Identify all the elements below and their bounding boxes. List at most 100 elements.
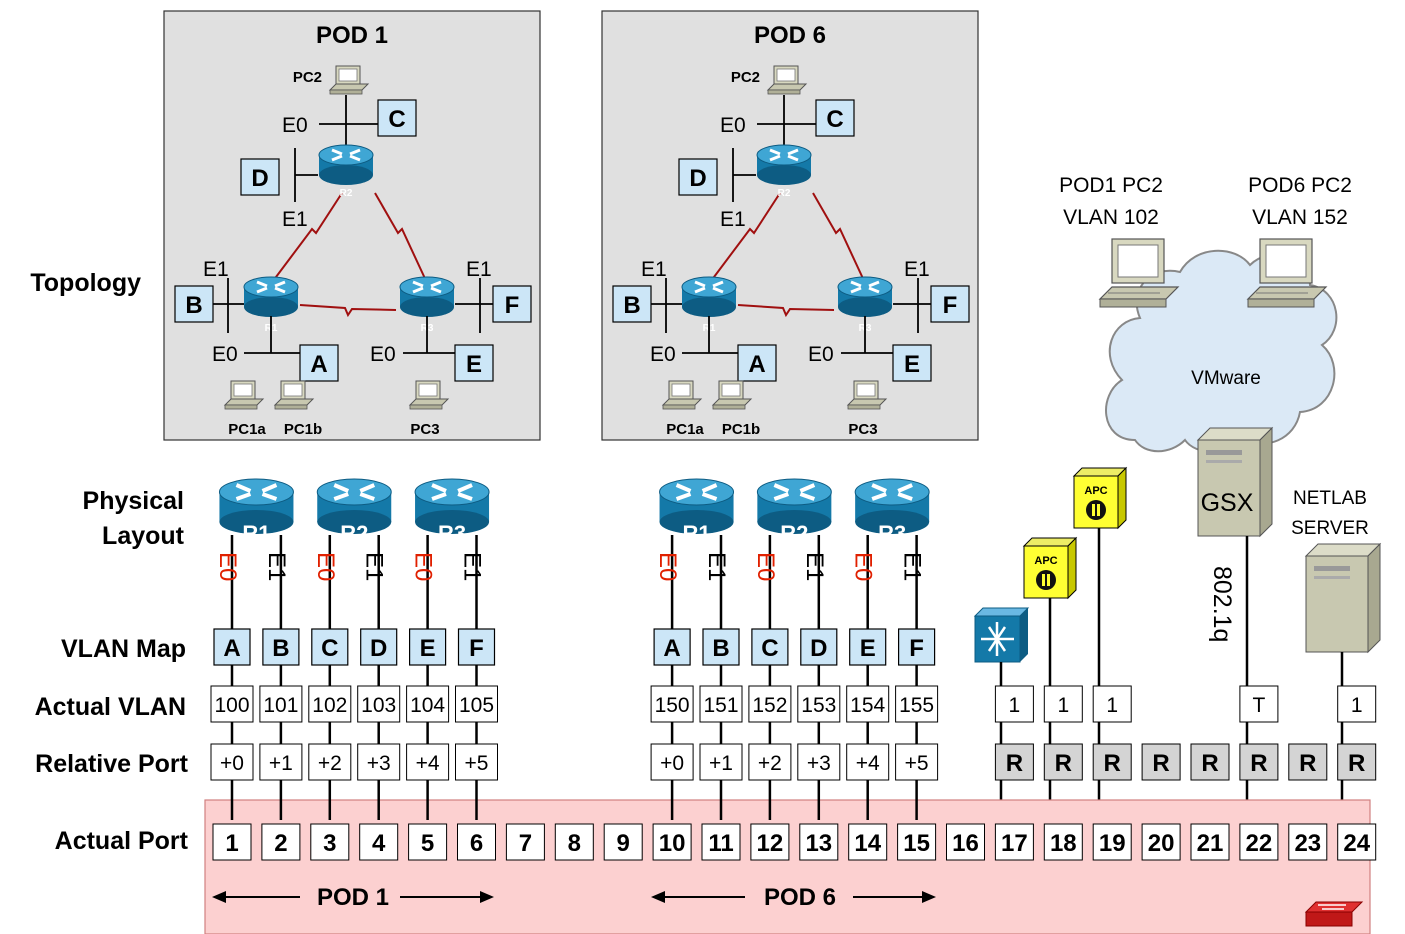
router-r2-icon [755, 143, 813, 187]
relative-port-value: +4 [856, 752, 880, 775]
switch-port [1288, 823, 1328, 861]
relative-port-value: +5 [905, 752, 929, 775]
actual-vlan-cell [1043, 685, 1083, 723]
vlan-map-letter: C [321, 635, 338, 662]
interface-label: E0 [850, 552, 877, 581]
vlan-map-cell [702, 628, 740, 666]
actual-vlan-cell [748, 685, 792, 723]
actual-vlan-cell [210, 685, 254, 723]
actual-vlan-value: 1 [1106, 694, 1118, 717]
vlan-map-cell [213, 628, 251, 666]
switch-port [408, 823, 448, 861]
relative-port-cell [846, 743, 890, 781]
switch-port [1043, 823, 1083, 861]
row-label-topology: Topology [30, 269, 141, 297]
switch-port [750, 823, 790, 861]
segment-e [892, 344, 932, 382]
e0-label: E0 [370, 343, 396, 366]
actual-vlan-value: 151 [703, 694, 738, 717]
actual-vlan-cell [1337, 685, 1377, 723]
actual-vlan-value: 105 [459, 694, 494, 717]
reserved-port-label: R [1250, 750, 1267, 777]
segment-a [299, 344, 339, 382]
interface-label: E1 [459, 552, 486, 581]
switch-port [603, 823, 643, 861]
pod1-title: POD 1 [316, 22, 388, 49]
pc3-label: PC3 [848, 421, 877, 438]
switch-port-number: 10 [659, 830, 686, 857]
pod6-span-label: POD 6 [764, 884, 836, 911]
e1-label: E1 [203, 258, 229, 281]
segment-f [930, 285, 970, 323]
netlab-label-2: SERVER [1291, 518, 1369, 539]
switch-port [897, 823, 937, 861]
reserved-port-cell [1190, 743, 1230, 781]
pod1-span-arrow: POD 1 [212, 880, 494, 912]
actual-vlan-value: 102 [312, 694, 347, 717]
reserved-port-label: R [1104, 750, 1121, 777]
router-r1-icon [242, 275, 300, 319]
pc1b-label: PC1b [284, 421, 322, 438]
switch-port [212, 823, 252, 861]
segment-b [174, 285, 214, 323]
actual-vlan-cell [1239, 685, 1279, 723]
relative-port-value: +2 [758, 752, 782, 775]
relative-port-value: +1 [269, 752, 293, 775]
switch-port-number: 1 [225, 830, 238, 857]
e1-label: E1 [904, 258, 930, 281]
reserved-port-cell [1092, 743, 1132, 781]
router-r1-icon [680, 275, 738, 319]
switch-port [261, 823, 301, 861]
switch-port [554, 823, 594, 861]
vlan-map-letter: A [663, 635, 680, 662]
switch-port [457, 823, 496, 861]
vlan-map-letter: F [909, 635, 924, 662]
switch-port-number: 16 [952, 830, 979, 857]
switch-port [946, 823, 985, 861]
e0-label: E0 [212, 343, 238, 366]
actual-vlan-cell [455, 685, 498, 723]
e0-label: E0 [650, 343, 676, 366]
segment-b-label: B [185, 292, 202, 319]
pod6-pc2-label: POD6 PC2 [1248, 174, 1352, 197]
segment-c [377, 99, 417, 137]
reserved-port-cell [1288, 743, 1328, 781]
relative-port-cell [748, 743, 792, 781]
relative-port-value: +3 [367, 752, 391, 775]
switch-port-number: 14 [854, 830, 881, 857]
switch-port [310, 823, 350, 861]
actual-vlan-value: 103 [361, 694, 396, 717]
actual-vlan-cell [895, 685, 939, 723]
pc1b-label: PC1b [722, 421, 760, 438]
apc-icon [1023, 537, 1077, 599]
apc-label: APC [1084, 485, 1107, 497]
switch-port-number: 9 [617, 830, 630, 857]
reserved-port-cell [1239, 743, 1279, 781]
vlan-map-letter: C [761, 635, 778, 662]
segment-f [492, 285, 532, 323]
relative-port-cell [650, 743, 694, 781]
vlan-map-cell [653, 628, 691, 666]
physical-router-label: R1 [242, 521, 270, 546]
switch-port [1337, 823, 1377, 861]
row-label-actual-port: Actual Port [55, 827, 189, 855]
segment-c [815, 99, 855, 137]
relative-port-cell [406, 743, 450, 781]
physical-router-label: R1 [682, 521, 710, 546]
vlan-map-cell [360, 628, 398, 666]
actual-vlan-cell [406, 685, 450, 723]
segment-b-label: B [623, 292, 640, 319]
interface-label: E0 [214, 552, 241, 581]
pod1-pc2-vlan: VLAN 102 [1063, 206, 1159, 229]
vlan-map-cell [897, 628, 936, 666]
segment-f-label: F [505, 292, 520, 319]
physical-router-label: R2 [780, 521, 808, 546]
switch-port-number: 15 [903, 830, 930, 857]
r2-label: R2 [340, 188, 353, 199]
e0-label: E0 [808, 343, 834, 366]
vlan-map-cell [311, 628, 349, 666]
switch-port [1141, 823, 1181, 861]
cloud-label: VMware [1191, 368, 1261, 389]
switch-port [799, 823, 839, 861]
switch-port-number: 2 [274, 830, 287, 857]
